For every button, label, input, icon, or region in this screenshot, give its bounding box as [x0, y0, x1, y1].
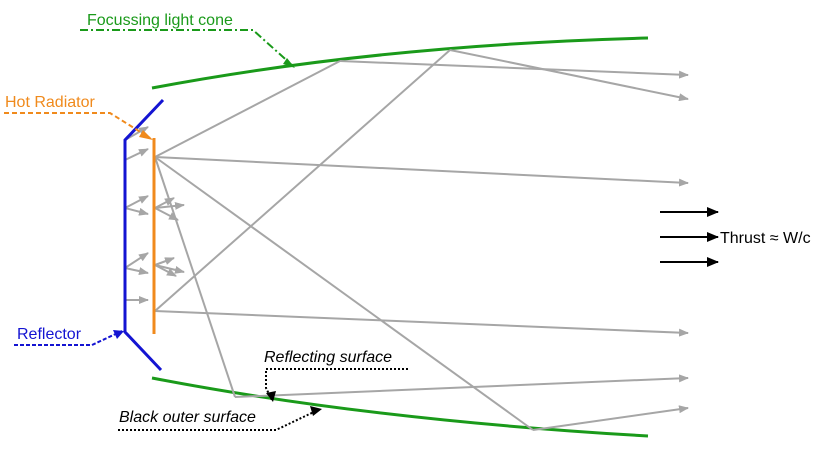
cone-leader-arrowhead [283, 58, 295, 68]
focussing-light-cone-label: Focussing light cone [87, 12, 233, 29]
light-rays [124, 49, 689, 431]
cone-leader [80, 29, 294, 67]
reflector [123, 98, 165, 372]
upper-cone-surface [151, 36, 649, 90]
black-outer-surface-leader-arrowhead [310, 406, 322, 416]
thrust-label: Thrust ≈ W/c [720, 230, 811, 247]
radiator-leader-arrowhead [139, 130, 153, 140]
reflecting-surface-leader-arrowhead [266, 391, 276, 402]
radiator-leader [4, 112, 151, 139]
reflector-label: Reflector [17, 326, 82, 343]
black-outer-surface-leader [118, 409, 319, 431]
black-outer-surface-label: Black outer surface [119, 409, 256, 426]
reflector-leader [14, 330, 123, 346]
lower-cone-surface [151, 376, 649, 438]
hot-radiator-label: Hot Radiator [5, 94, 95, 111]
reflector-leader-arrowhead [113, 330, 124, 339]
reflecting-surface-label: Reflecting surface [264, 349, 392, 366]
thrust-arrows [660, 207, 719, 267]
